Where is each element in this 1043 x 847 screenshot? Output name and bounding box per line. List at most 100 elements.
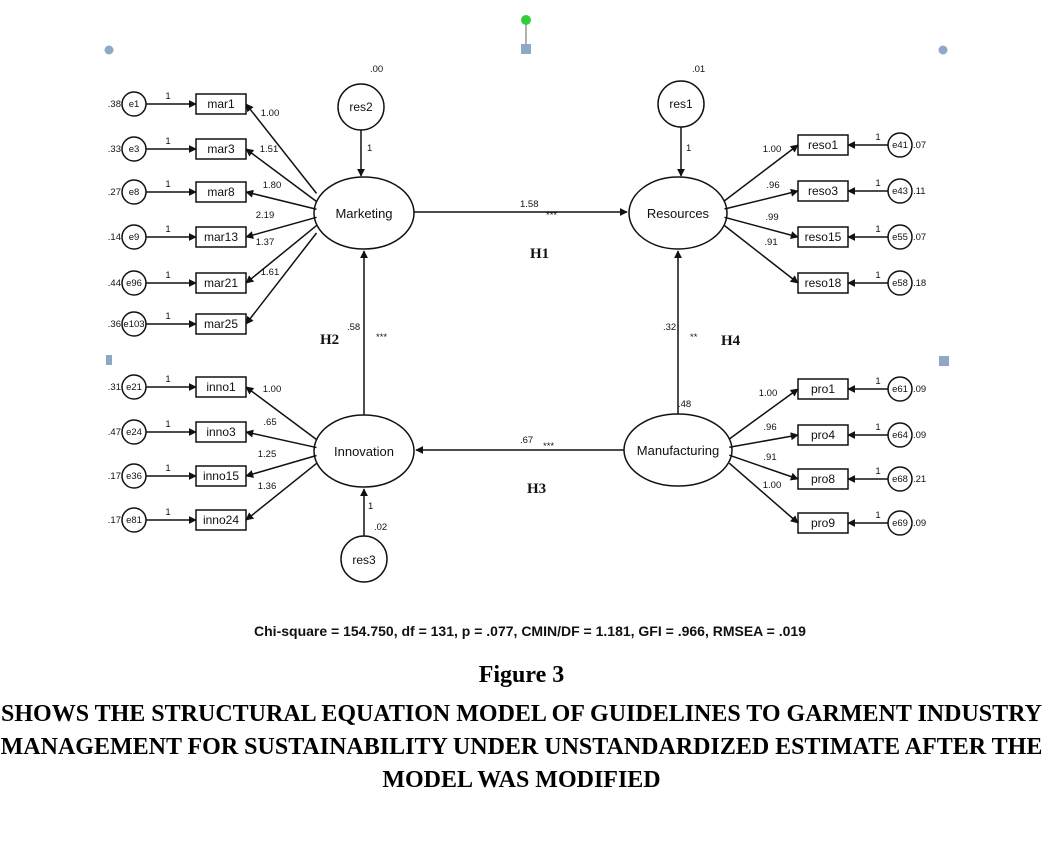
error-label: e9 bbox=[129, 232, 140, 243]
loading-path bbox=[724, 225, 799, 284]
indicator-label: reso18 bbox=[805, 276, 842, 290]
error-label: e41 bbox=[892, 140, 908, 151]
loading-path bbox=[245, 232, 318, 325]
loading-value: 1.00 bbox=[763, 480, 782, 491]
loading-path bbox=[729, 454, 799, 481]
error-path-weight: 1 bbox=[875, 422, 880, 433]
indicator-label: inno3 bbox=[206, 425, 236, 439]
res2-label: res2 bbox=[349, 100, 373, 114]
indicator-label: inno1 bbox=[206, 380, 236, 394]
indicator-label: inno24 bbox=[203, 513, 239, 527]
figure-caption: SHOWS THE STRUCTURAL EQUATION MODEL OF G… bbox=[0, 701, 1043, 793]
error-path-weight: 1 bbox=[875, 270, 880, 281]
resize-handle-top[interactable] bbox=[521, 44, 531, 54]
loading-value: 1.00 bbox=[763, 144, 782, 155]
loading-value: 1.00 bbox=[263, 384, 282, 395]
loading-value: .96 bbox=[766, 180, 779, 191]
loading-path bbox=[724, 144, 799, 202]
h4-label: H4 bbox=[721, 333, 741, 349]
indicator-label: reso15 bbox=[805, 230, 842, 244]
error-variance: .17 bbox=[108, 515, 121, 526]
loading-value: 1.61 bbox=[261, 267, 280, 278]
error-label: e61 bbox=[892, 384, 908, 395]
resize-handle-top-right[interactable] bbox=[938, 45, 948, 55]
h3-significance: *** bbox=[543, 441, 554, 452]
error-variance: .07 bbox=[913, 232, 926, 243]
indicator-label: mar1 bbox=[207, 97, 235, 111]
error-path-weight: 1 bbox=[165, 463, 170, 474]
figure-label: Figure 3 bbox=[478, 662, 565, 688]
h3-label: H3 bbox=[527, 481, 546, 497]
loading-value: 1.00 bbox=[261, 108, 280, 119]
resize-handle-right[interactable] bbox=[939, 356, 949, 366]
manufacturing-variance: .48 bbox=[678, 399, 691, 410]
loading-path bbox=[245, 189, 317, 210]
loading-value: 1.25 bbox=[258, 449, 277, 460]
loading-path bbox=[724, 216, 799, 240]
error-variance: .21 bbox=[913, 474, 926, 485]
h1-significance: *** bbox=[546, 210, 557, 221]
loading-path bbox=[245, 216, 317, 239]
error-path-weight: 1 bbox=[165, 311, 170, 322]
error-label: e1 bbox=[129, 99, 140, 110]
indicator-label: mar25 bbox=[204, 317, 238, 331]
error-path-weight: 1 bbox=[875, 510, 880, 521]
res2-variance: .00 bbox=[370, 64, 383, 75]
error-variance: .18 bbox=[913, 278, 926, 289]
error-label: e24 bbox=[126, 427, 142, 438]
h2-coefficient: .58 bbox=[347, 322, 360, 333]
error-path-weight: 1 bbox=[165, 91, 170, 102]
marketing-label: Marketing bbox=[335, 206, 392, 221]
loading-path bbox=[724, 188, 799, 210]
error-path-weight: 1 bbox=[875, 466, 880, 477]
resize-handle-top-left[interactable] bbox=[104, 45, 114, 55]
resources-latent bbox=[628, 176, 728, 250]
error-variance: .33 bbox=[108, 144, 121, 155]
error-variance: .09 bbox=[913, 430, 926, 441]
rotate-handle[interactable] bbox=[521, 15, 531, 25]
res1-path-weight: 1 bbox=[686, 143, 691, 154]
error-label: e3 bbox=[129, 144, 140, 155]
resources-label: Resources bbox=[647, 206, 710, 221]
indicator-label: pro8 bbox=[811, 472, 835, 486]
res3-path-weight: 1 bbox=[368, 501, 373, 512]
error-variance: .09 bbox=[913, 518, 926, 529]
fit-statistics: Chi-square = 154.750, df = 131, p = .077… bbox=[254, 623, 806, 639]
error-path-weight: 1 bbox=[875, 224, 880, 235]
res1-variance: .01 bbox=[692, 64, 705, 75]
loading-path bbox=[245, 103, 318, 194]
error-path-weight: 1 bbox=[165, 419, 170, 430]
loading-path bbox=[245, 386, 317, 441]
resize-handle-left[interactable] bbox=[106, 355, 112, 365]
indicator-label: mar21 bbox=[204, 276, 238, 290]
error-label: e68 bbox=[892, 474, 908, 485]
error-variance: .36 bbox=[108, 319, 121, 330]
error-variance: .44 bbox=[108, 278, 121, 289]
loading-value: .96 bbox=[763, 422, 776, 433]
manufacturing-label: Manufacturing bbox=[637, 443, 719, 458]
loading-path bbox=[245, 225, 317, 284]
innovation-label: Innovation bbox=[334, 444, 394, 459]
indicator-label: mar8 bbox=[207, 185, 235, 199]
indicator-label: pro9 bbox=[811, 516, 835, 530]
error-variance: .47 bbox=[108, 427, 121, 438]
error-variance: .14 bbox=[108, 232, 121, 243]
loading-path bbox=[245, 148, 317, 203]
error-label: e21 bbox=[126, 382, 142, 393]
res3-variance: .02 bbox=[374, 522, 387, 533]
indicator-label: mar3 bbox=[207, 142, 235, 156]
loading-value: 1.51 bbox=[260, 144, 279, 155]
h1-coefficient: 1.58 bbox=[520, 199, 539, 210]
error-variance: .17 bbox=[108, 471, 121, 482]
error-path-weight: 1 bbox=[875, 376, 880, 387]
error-path-weight: 1 bbox=[875, 132, 880, 143]
error-path-weight: 1 bbox=[165, 374, 170, 385]
error-variance: .07 bbox=[913, 140, 926, 151]
loading-value: .99 bbox=[765, 212, 778, 223]
loading-value: 1.37 bbox=[256, 237, 275, 248]
error-path-weight: 1 bbox=[165, 224, 170, 235]
error-variance: .09 bbox=[913, 384, 926, 395]
h2-significance: *** bbox=[376, 332, 387, 343]
loading-value: .91 bbox=[763, 452, 776, 463]
error-path-weight: 1 bbox=[165, 507, 170, 518]
